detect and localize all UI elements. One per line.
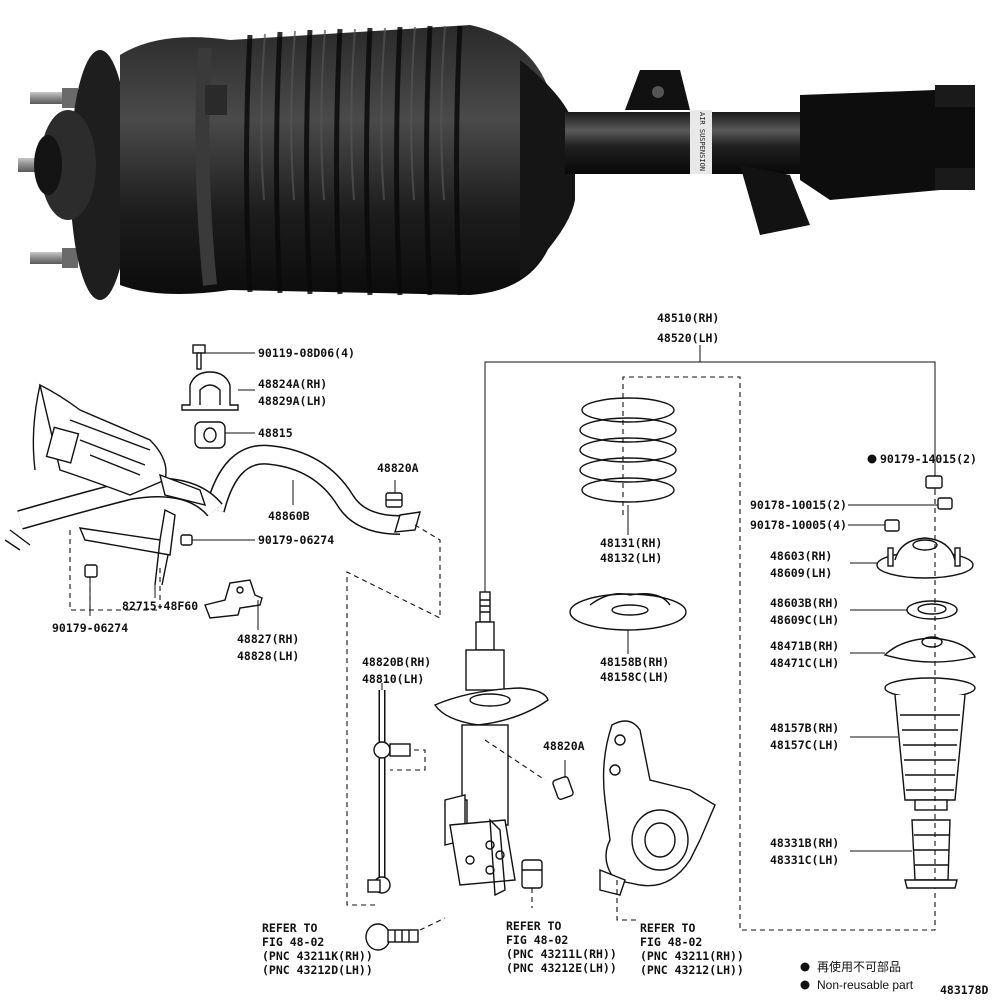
nut2-icon bbox=[884, 519, 900, 532]
svg-text:FIG 48-02: FIG 48-02 bbox=[262, 935, 324, 949]
bushing-bracket-icon bbox=[181, 371, 239, 411]
label-spring-rh: 48131(RH) bbox=[600, 536, 662, 550]
label-nut-nr: 90179-14015(2) bbox=[880, 452, 977, 466]
label-link-lh: 48810(LH) bbox=[362, 672, 424, 686]
label-support-rh: 48603(RH) bbox=[770, 549, 832, 563]
label-bushing-bracket-lh: 48829A(LH) bbox=[258, 394, 327, 408]
label-assy-lh: 48520(LH) bbox=[657, 331, 719, 345]
svg-text:FIG 48-02: FIG 48-02 bbox=[640, 935, 702, 949]
nut-bottom-left-icon bbox=[84, 564, 98, 578]
legend-cn: 再使用不可部品 bbox=[817, 959, 901, 974]
nut-top-icon bbox=[385, 492, 403, 508]
svg-text:REFER TO: REFER TO bbox=[640, 921, 695, 935]
svg-text:(PNC 43212D(LH)): (PNC 43212D(LH)) bbox=[262, 963, 373, 977]
coil-spring-icon bbox=[579, 397, 677, 503]
label-nut-top: 48820A bbox=[377, 461, 419, 475]
stabilizer-link-icon bbox=[367, 690, 411, 894]
knuckle-icon bbox=[599, 720, 716, 896]
svg-text:REFER TO: REFER TO bbox=[506, 919, 561, 933]
legend-en: Non-reusable part bbox=[817, 978, 914, 992]
label-nut-1: 90178-10015(2) bbox=[750, 498, 847, 512]
spring-insulator-icon bbox=[569, 593, 687, 631]
label-bearing-lh: 48609C(LH) bbox=[770, 613, 839, 627]
label-bearing-rh: 48603B(RH) bbox=[770, 596, 839, 610]
label-seat-rh: 48471B(RH) bbox=[770, 639, 839, 653]
shock-absorber-icon bbox=[433, 591, 549, 897]
nut1-icon bbox=[937, 497, 953, 510]
label-assy-rh: 48510(RH) bbox=[657, 311, 719, 325]
label-bolt: 90119-08D06(4) bbox=[258, 346, 355, 360]
dust-boot-icon bbox=[884, 677, 976, 811]
assembly-bracket bbox=[484, 345, 936, 595]
label-boot-rh: 48157B(RH) bbox=[770, 721, 839, 735]
label-insulator-lh: 48158C(LH) bbox=[600, 670, 669, 684]
svg-text:(PNC 43212(LH)): (PNC 43212(LH)) bbox=[640, 963, 744, 977]
strut-print-label: AIR SUSPENSION bbox=[698, 112, 706, 171]
diagram-id: 483178D bbox=[940, 983, 989, 997]
non-reusable-dot bbox=[867, 454, 877, 464]
strut-photo: AIR SUSPENSION bbox=[18, 25, 975, 300]
label-stabilizer-bar: 48860B bbox=[268, 509, 310, 523]
bolt-bottom-icon bbox=[365, 923, 419, 951]
refer-block-1: REFER TO FIG 48-02 (PNC 43211K(RH)) (PNC… bbox=[262, 921, 373, 977]
steering-rack bbox=[32, 383, 207, 506]
legend: 再使用不可部品 Non-reusable part bbox=[800, 959, 914, 992]
label-bushing: 48815 bbox=[258, 426, 293, 440]
label-bracket2-lh: 48828(LH) bbox=[237, 649, 299, 663]
bushing-icon bbox=[194, 421, 226, 449]
label-nut-2: 90178-10005(4) bbox=[750, 518, 847, 532]
label-nut-small: 90179-06274 bbox=[258, 533, 334, 547]
nut-mid-icon bbox=[552, 776, 574, 800]
bump-stopper-icon bbox=[904, 819, 958, 889]
label-insulator-rh: 48158B(RH) bbox=[600, 655, 669, 669]
bearing-icon bbox=[906, 600, 958, 620]
label-bumper-rh: 48331B(RH) bbox=[770, 836, 839, 850]
svg-text:FIG 48-02: FIG 48-02 bbox=[506, 933, 568, 947]
label-nut-mid: 48820A bbox=[543, 739, 585, 753]
stabilizer-bracket bbox=[78, 508, 176, 586]
nut-refer2-icon bbox=[521, 859, 543, 889]
label-bracket: 82715-48F60 bbox=[122, 599, 198, 613]
svg-text:(PNC 43211(RH)): (PNC 43211(RH)) bbox=[640, 949, 744, 963]
label-seat-lh: 48471C(LH) bbox=[770, 656, 839, 670]
label-boot-lh: 48157C(LH) bbox=[770, 738, 839, 752]
spring-seat-icon bbox=[883, 636, 977, 663]
nut-small-icon bbox=[180, 534, 193, 546]
bracket2-icon bbox=[204, 579, 263, 619]
label-bracket2-rh: 48827(RH) bbox=[237, 632, 299, 646]
spring-dashed-box bbox=[622, 376, 936, 931]
strut-mount-icon bbox=[876, 537, 974, 579]
label-support-lh: 48609(LH) bbox=[770, 566, 832, 580]
label-spring-lh: 48132(LH) bbox=[600, 551, 662, 565]
svg-text:(PNC 43211K(RH)): (PNC 43211K(RH)) bbox=[262, 949, 373, 963]
bolt-icon bbox=[192, 344, 206, 370]
label-bushing-bracket-rh: 48824A(RH) bbox=[258, 377, 327, 391]
label-bumper-lh: 48331C(LH) bbox=[770, 853, 839, 867]
svg-text:(PNC 43211L(RH)): (PNC 43211L(RH)) bbox=[506, 947, 617, 961]
nut-nr-icon bbox=[925, 475, 943, 489]
svg-text:REFER TO: REFER TO bbox=[262, 921, 317, 935]
svg-text:(PNC 43212E(LH)): (PNC 43212E(LH)) bbox=[506, 961, 617, 975]
label-nut-bottom-left: 90179-06274 bbox=[52, 621, 128, 635]
refer-block-3: REFER TO FIG 48-02 (PNC 43211(RH)) (PNC … bbox=[640, 921, 744, 977]
label-link-rh: 48820B(RH) bbox=[362, 655, 431, 669]
refer-block-2: REFER TO FIG 48-02 (PNC 43211L(RH)) (PNC… bbox=[506, 919, 617, 975]
